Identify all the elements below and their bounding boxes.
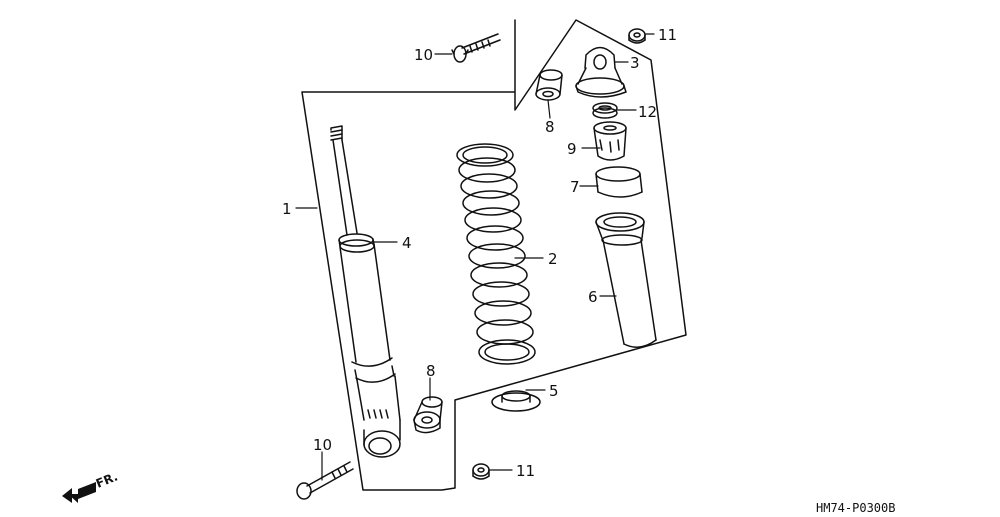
callout-labels: 1 2 3 4 5 6 7 8 8 9 10 10 11 11 12 (282, 26, 677, 480)
rod-end (575, 46, 627, 98)
callout-6: 6 (588, 288, 598, 306)
callout-2: 2 (548, 250, 558, 268)
nut-bottom (472, 463, 490, 480)
callout-12: 12 (638, 103, 657, 121)
callout-9: 9 (567, 140, 577, 158)
front-direction-arrow-icon (62, 482, 96, 503)
callout-11-top: 11 (658, 26, 677, 44)
callout-10-top: 10 (414, 46, 433, 64)
callout-7: 7 (570, 178, 580, 196)
bushing-bottom (413, 396, 443, 434)
collar (595, 166, 643, 198)
spring-seat (491, 390, 541, 412)
callout-8-bottom: 8 (426, 362, 436, 380)
bump-rubber (593, 121, 627, 161)
front-direction-label: FR. (94, 469, 120, 490)
callout-8-top: 8 (545, 118, 555, 136)
bolt-bottom (296, 461, 354, 500)
callout-11-bottom: 11 (516, 462, 535, 480)
leader-lines (295, 33, 655, 481)
callout-5: 5 (549, 382, 559, 400)
callout-4: 4 (402, 234, 412, 252)
nut-top (628, 28, 646, 44)
bushing-top (535, 69, 563, 101)
coil-spring (456, 143, 536, 365)
assembly-outline (301, 19, 687, 491)
callout-10-bottom: 10 (313, 436, 332, 454)
dust-cover (595, 212, 657, 348)
callout-3: 3 (630, 54, 640, 72)
bolt-top (451, 33, 501, 63)
washer (592, 102, 618, 119)
shock-absorber (330, 125, 401, 458)
callout-1: 1 (282, 200, 292, 218)
diagram-code: HM74-P0300B (816, 501, 895, 515)
